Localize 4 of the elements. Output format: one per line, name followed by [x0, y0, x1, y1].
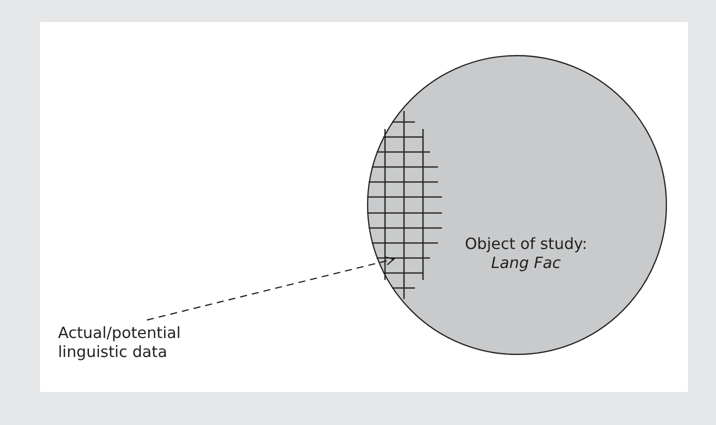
leader-line: [146, 256, 395, 321]
node-label: Object of study: Lang Fac: [464, 235, 588, 273]
grid-drawing: [367, 110, 445, 301]
node-label: Actual/potential linguistic data: [58, 324, 182, 362]
